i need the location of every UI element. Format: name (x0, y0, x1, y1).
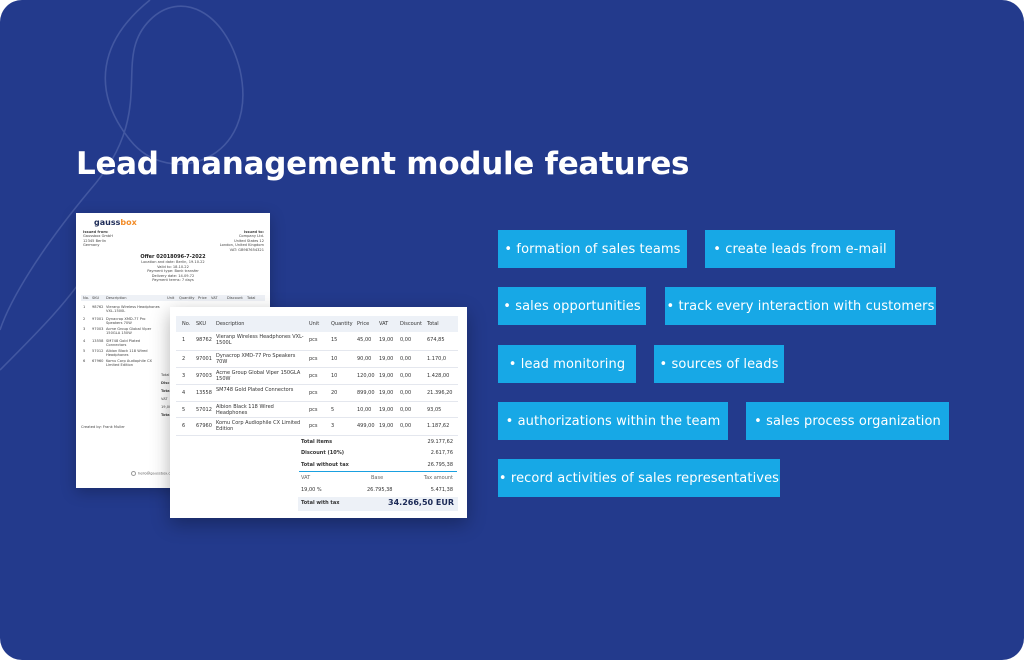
cell-total: 1.187,62 (427, 423, 450, 429)
back-side-label: Total (161, 413, 171, 417)
feature-chip-sales-process: • sales process organization (746, 402, 949, 440)
table-header: No. SKU Description Unit Quantity Price … (176, 316, 458, 332)
cell-unit: pcs (309, 390, 318, 396)
feature-chip-team-authorizations: • authorizations within the team (498, 402, 728, 440)
gaussbox-logo: gaussbox (94, 218, 137, 227)
cell-vat: 19,00 (379, 356, 394, 362)
cell-qty: 10 (331, 356, 338, 362)
cell-unit: pcs (309, 423, 318, 429)
contact-email: hello@gaussbox.com (131, 471, 176, 476)
table-row: 3 97003 Acme Group Global Viper 150GLA 150… (176, 368, 458, 385)
back-side-label: Total (161, 373, 170, 377)
cell-sku: 67960 (196, 423, 212, 429)
feature-chip-track-interactions: • track every interaction with customers (665, 287, 936, 325)
cell-desc: Komu Corp Audiophile CX Limited Edition (216, 420, 301, 432)
total-with-tax-row: Total with tax 34.266,50 EUR (298, 497, 458, 511)
cell-desc: Vieranp Wireless Headphones VXL-1500L (216, 334, 304, 346)
created-by: Created by: Frank Muller (81, 425, 125, 429)
feature-chip-record-activities: • record activities of sales representat… (498, 459, 780, 497)
page-title: Lead management module features (76, 146, 690, 182)
cell-vat: 19,00 (379, 423, 394, 429)
cell-total: 1.428,00 (427, 373, 450, 379)
issued-from: Issued from: Gaussbox GmbH 12345 Berlin … (83, 230, 113, 248)
cell-desc: Albion Black 118 Wired Headphones (216, 404, 274, 416)
cell-price: 499,00 (357, 423, 375, 429)
cell-sku: 97003 (196, 373, 212, 379)
cell-price: 45,00 (357, 337, 372, 343)
cell-total: 674,85 (427, 337, 445, 343)
issued-to: Issued to: Company Ltd. United States 12… (219, 230, 264, 252)
table-row: 2 97001 Dynacrop XMD-77 Pro Speakers 70W pc… (176, 351, 458, 368)
cell-sku: 98762 (196, 337, 212, 343)
back-side-label: Total (161, 389, 171, 393)
cell-disc: 0,00 (400, 373, 412, 379)
cell-disc: 0,00 (400, 407, 412, 413)
back-side-label: Disc (161, 381, 170, 385)
cell-disc: 0,00 (400, 423, 412, 429)
cell-no: 1 (182, 337, 186, 343)
vat-header-row: VAT Base Tax amount (301, 475, 453, 481)
cell-qty: 5 (331, 407, 335, 413)
cell-no: 6 (182, 423, 186, 429)
back-table-header: No. SKU Description Unit Quantity Price … (81, 295, 265, 301)
table-row: 1 98762 Vieranp Wireless Headphones VXL-15… (176, 332, 458, 351)
cell-sku: 13558 (196, 390, 212, 396)
cell-no: 3 (182, 373, 186, 379)
offer-document-front: No. SKU Description Unit Quantity Price … (170, 307, 467, 518)
offer-meta: Location and date: Berlin, 19.10.22 Vali… (141, 260, 205, 282)
cell-vat: 19,00 (379, 337, 394, 343)
feature-chip-lead-sources: • sources of leads (654, 345, 784, 383)
table-row: 5 57012 Albion Black 118 Wired Headphones p… (176, 402, 458, 418)
cell-desc: SM748 Gold Plated Connectors (216, 387, 294, 393)
cell-qty: 3 (331, 423, 335, 429)
cell-unit: pcs (309, 356, 318, 362)
table-row: 4 13558 SM748 Gold Plated Connectors pcs 20 8… (176, 385, 458, 402)
discount-row: Discount (10%) 2.617,76 (301, 450, 453, 456)
cell-qty: 15 (331, 337, 338, 343)
offer-number: Offer 02018096-7-2022 (140, 254, 206, 260)
cell-vat: 19,00 (379, 390, 394, 396)
back-side-label: VAT (161, 397, 168, 401)
cell-no: 2 (182, 356, 186, 362)
cell-price: 10,00 (357, 407, 372, 413)
cell-unit: pcs (309, 373, 318, 379)
cell-vat: 19,00 (379, 407, 394, 413)
cell-no: 4 (182, 390, 186, 396)
feature-chip-lead-monitoring: • lead monitoring (498, 345, 636, 383)
back-side-label: 19,00 (161, 405, 172, 409)
feature-chip-leads-from-email: • create leads from e-mail (705, 230, 895, 268)
cell-unit: pcs (309, 337, 318, 343)
table-row: 6 67960 Komu Corp Audiophile CX Limited Ed… (176, 418, 458, 436)
cell-qty: 20 (331, 390, 338, 396)
cell-desc: Acme Group Global Viper 150GLA 150W (216, 370, 301, 382)
cell-price: 120,00 (357, 373, 375, 379)
cell-no: 5 (182, 407, 186, 413)
cell-sku: 57012 (196, 407, 212, 413)
total-items-row: Total items 29.177,62 (301, 439, 453, 445)
divider (299, 471, 457, 472)
cell-total: 1.170,0 (427, 356, 447, 362)
cell-unit: pcs (309, 407, 318, 413)
cell-disc: 0,00 (400, 356, 412, 362)
cell-disc: 0,00 (400, 390, 412, 396)
cell-price: 90,00 (357, 356, 372, 362)
cell-disc: 0,00 (400, 337, 412, 343)
cell-qty: 10 (331, 373, 338, 379)
without-tax-row: Total without tax 26.795,38 (301, 462, 453, 468)
cell-total: 21.396,20 (427, 390, 453, 396)
cell-price: 899,00 (357, 390, 375, 396)
vat-row: 19,00 % 26.795,38 5.471,38 (301, 487, 453, 493)
cell-sku: 97001 (196, 356, 212, 362)
cell-total: 93,05 (427, 407, 442, 413)
feature-chip-sales-teams: • formation of sales teams (498, 230, 687, 268)
mail-icon (131, 471, 136, 476)
cell-desc: Dynacrop XMD-77 Pro Speakers 70W (216, 353, 296, 365)
cell-vat: 19,00 (379, 373, 394, 379)
feature-chip-sales-opportunities: • sales opportunities (498, 287, 646, 325)
